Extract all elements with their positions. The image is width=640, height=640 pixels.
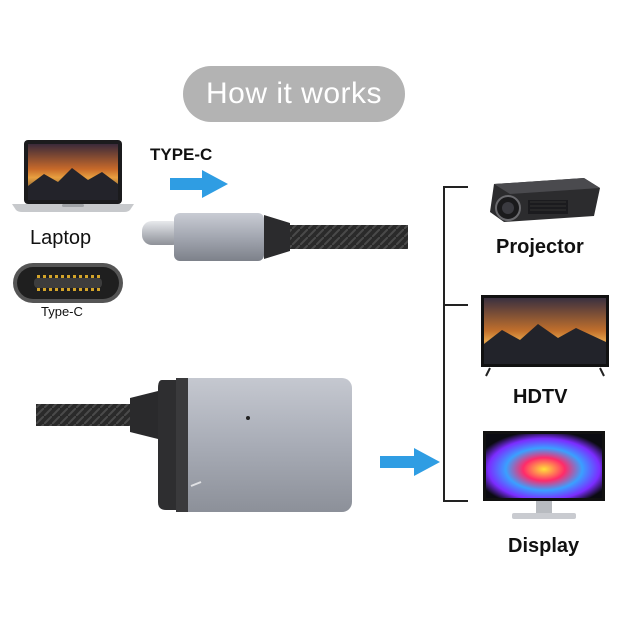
type-c-label: TYPE-C xyxy=(150,145,213,164)
tv-icon xyxy=(481,295,609,377)
monitor-icon xyxy=(483,431,605,519)
usb-c-to-hdmi-adapter xyxy=(36,378,352,512)
arrow-right-icon xyxy=(170,170,228,198)
output-label-projector: Projector xyxy=(496,236,584,258)
arrow-right-icon xyxy=(380,448,440,476)
output-label-display: Display xyxy=(508,535,580,557)
output-label-hdtv: HDTV xyxy=(513,386,568,408)
output-bracket xyxy=(443,186,468,502)
usb-c-port-label: Type-C xyxy=(41,304,83,319)
laptop-icon xyxy=(12,140,134,212)
projector-icon xyxy=(490,178,600,222)
title-pill: How it works xyxy=(183,66,405,122)
usb-c-port-icon xyxy=(13,263,123,303)
page-title: How it works xyxy=(205,77,383,110)
laptop-label: Laptop xyxy=(30,227,92,249)
type-c-cable xyxy=(142,213,408,261)
